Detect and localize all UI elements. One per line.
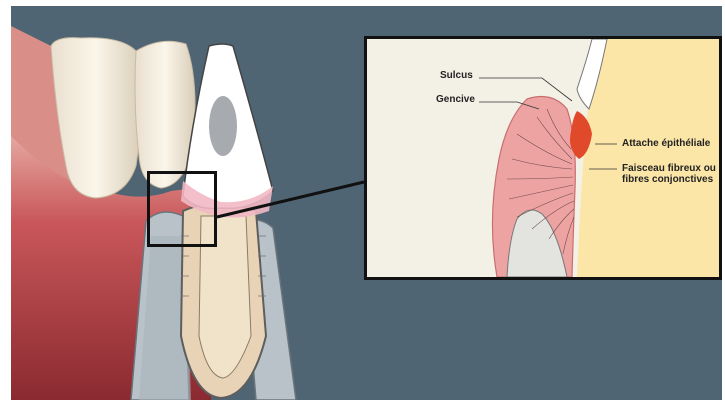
lateral-incisor [135,41,195,188]
label-sulcus: Sulcus [440,70,473,81]
magnified-inset [364,36,722,280]
inset-illustration [367,39,719,277]
label-faisceau-fibreux: Faisceau fibreux ou fibres conjonctives [622,163,722,185]
label-attache-epitheliale: Attache épithéliale [622,138,710,149]
label-gencive: Gencive [436,94,475,105]
zoom-region-box [147,171,217,247]
pulp-chamber [209,96,237,156]
